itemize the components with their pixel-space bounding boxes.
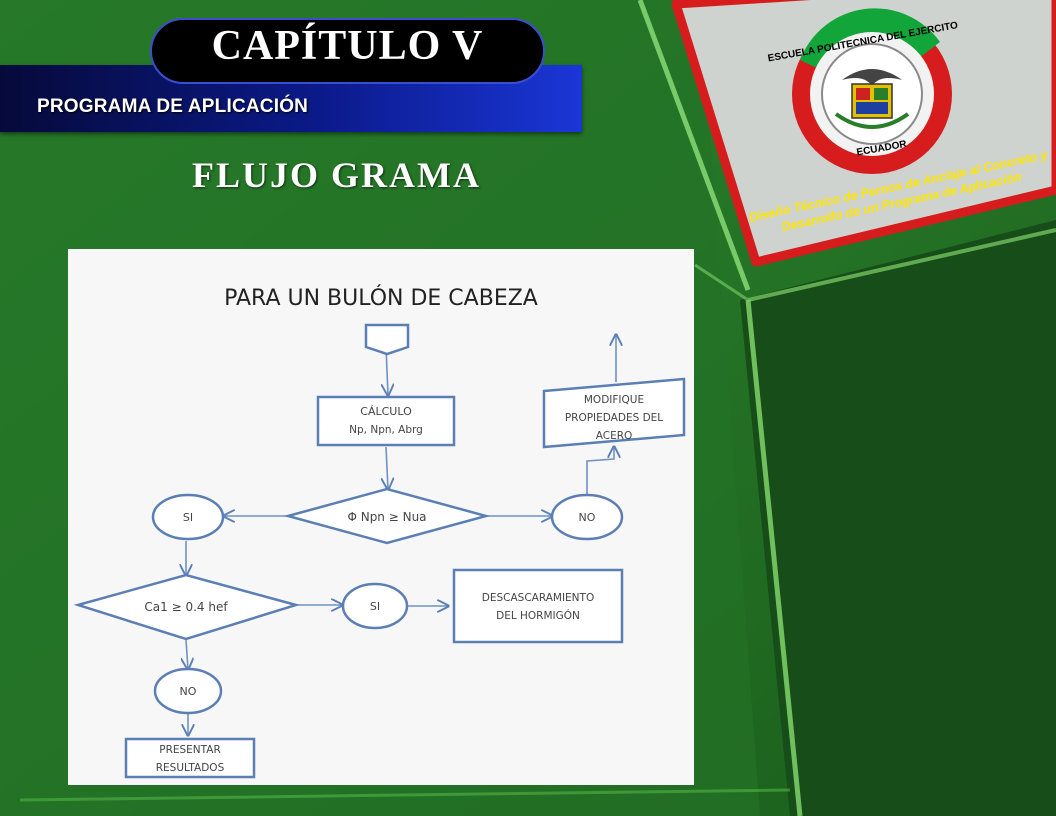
- page-heading: FLUJO GRAMA: [192, 155, 481, 195]
- modify-line2: PROPIEDADES DEL: [565, 412, 663, 424]
- start-connector-shape: [364, 323, 410, 356]
- section-subtitle: PROGRAMA DE APLICACIÓN: [37, 96, 309, 117]
- calc-label: CÁLCULO: [360, 405, 412, 418]
- modify-line1: MODIFIQUE: [584, 394, 644, 406]
- flowchart-title: PARA UN BULÓN DE CABEZA: [224, 286, 538, 311]
- results-line1: PRESENTAR: [159, 744, 221, 756]
- chapter-pill: [150, 18, 545, 84]
- no2-label: NO: [180, 685, 197, 698]
- no-node-2: NO: [153, 667, 223, 715]
- spalling-line2: DEL HORMIGÓN: [496, 609, 580, 622]
- yes-node-1: SI: [151, 493, 225, 541]
- decision-steel-strength: Φ Npn ≥ Nua: [283, 487, 491, 545]
- no1-label: NO: [579, 511, 596, 524]
- decision2-label: Ca1 ≥ 0.4 hef: [144, 600, 228, 614]
- yes2-label: SI: [370, 600, 380, 613]
- yes-node-2: SI: [341, 582, 409, 630]
- yes1-label: SI: [183, 511, 193, 524]
- chapter-title: CAPÍTULO V: [211, 23, 484, 69]
- calculation-box: CÁLCULO Np, Npn, Abrg: [316, 395, 456, 447]
- calc-variables: Np, Npn, Abrg: [349, 424, 423, 436]
- results-line2: RESULTADOS: [156, 762, 225, 774]
- decision1-label: Φ Npn ≥ Nua: [347, 510, 426, 524]
- present-results-box: PRESENTAR RESULTADOS: [124, 737, 256, 779]
- decision-edge-distance: Ca1 ≥ 0.4 hef: [73, 573, 301, 641]
- modify-line3: ACERO: [596, 430, 633, 442]
- concrete-spalling-box: DESCASCARAMIENTO DEL HORMIGÓN: [452, 568, 624, 644]
- modify-steel-box: MODIFIQUE PROPIEDADES DEL ACERO: [542, 377, 686, 449]
- no-node-1: NO: [550, 493, 624, 541]
- spalling-line1: DESCASCARAMIENTO: [482, 592, 594, 604]
- flowchart-diagram: CÁLCULO Np, Npn, Abrg Φ Npn ≥ Nua SI NO …: [73, 323, 686, 779]
